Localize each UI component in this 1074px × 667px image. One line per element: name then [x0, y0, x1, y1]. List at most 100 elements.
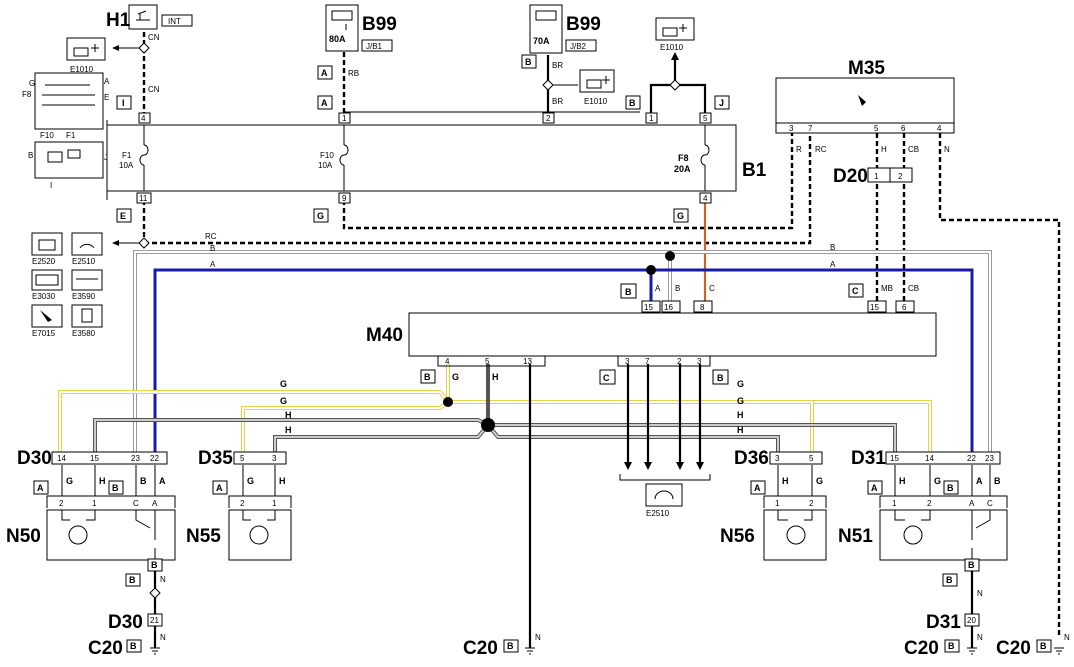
section-a-box — [317, 95, 333, 110]
section-b-box — [1036, 639, 1052, 653]
d31b-pin-box — [964, 613, 980, 627]
section-b: B — [947, 483, 954, 493]
m40-pin: 5 — [485, 357, 490, 366]
arrow-b3 — [696, 462, 704, 470]
m40-pin: 16 — [664, 303, 673, 312]
b1-pin: 4 — [141, 114, 146, 123]
ground-icon-m40 — [525, 647, 535, 655]
section-a: A — [216, 483, 223, 493]
section-b-box — [625, 95, 641, 110]
wire-label-g: G — [934, 476, 941, 486]
b1-pin: 5 — [703, 114, 708, 123]
m40-bottom-connector — [437, 356, 711, 367]
section-b-box — [964, 558, 980, 572]
n56-plug — [763, 495, 827, 508]
d30b-pin: 21 — [150, 616, 159, 625]
wire-label-g: G — [737, 396, 744, 406]
m40-pin-box — [867, 300, 887, 313]
f10-fuse-icon — [339, 144, 349, 166]
n51-box — [879, 509, 1008, 561]
junction-right — [669, 79, 681, 91]
m35-label: M35 — [848, 58, 885, 79]
b1-pin: 1 — [342, 114, 347, 123]
section-a-box — [867, 480, 883, 495]
d36-pin: 3 — [775, 454, 780, 463]
wire-r — [342, 133, 794, 230]
inset-a: A — [104, 77, 110, 86]
junction-a — [646, 265, 656, 275]
wire-label-rc: RC — [815, 145, 827, 154]
f1-amp: 10A — [119, 161, 134, 170]
m40-pin-box — [693, 300, 713, 313]
e1010-left-code: E1010 — [70, 65, 94, 74]
b1-pin: 1 — [649, 114, 654, 123]
arrow-e1010-up — [671, 52, 679, 60]
section-a-box — [317, 65, 333, 80]
n50-plug — [46, 495, 176, 508]
m40-pin: 4 — [445, 357, 450, 366]
d31-pin: 15 — [890, 454, 899, 463]
section-i-box — [116, 95, 132, 110]
n50-motor-leads — [61, 510, 96, 521]
e3580-box — [71, 304, 103, 328]
wire-label-g: G — [280, 396, 287, 406]
wire-b1-pin5 — [675, 83, 707, 120]
section-b: B — [129, 575, 136, 585]
wire-h2-core — [274, 423, 779, 455]
junction-h — [481, 418, 495, 432]
section-b: B — [151, 560, 158, 570]
arrow-left-out — [112, 240, 119, 246]
inset-f8: F8 — [22, 90, 32, 99]
junction-b — [665, 251, 675, 261]
b99b-tag: J/B2 — [570, 42, 587, 51]
junction-n50 — [149, 587, 161, 599]
n51-pin: 2 — [927, 499, 932, 508]
wire-h2 — [273, 421, 780, 455]
m40-pin: 6 — [902, 303, 907, 312]
wire-label-rb: RB — [348, 69, 359, 78]
b1-label: B1 — [742, 160, 767, 181]
section-b-box — [503, 639, 519, 653]
d30-pin: 14 — [57, 454, 66, 463]
b1-pin-box — [645, 112, 658, 124]
e2510-bottom-box — [645, 483, 683, 507]
section-b-box — [125, 573, 141, 587]
n55-box — [228, 509, 292, 561]
n56-pin: 1 — [775, 499, 780, 508]
h1-int-box — [161, 14, 193, 27]
d20-pin: 1 — [874, 172, 879, 181]
section-g: G — [317, 211, 324, 221]
e2510-icon — [79, 243, 95, 249]
arrow-c3 — [624, 462, 632, 470]
wire-n-far — [938, 133, 1061, 635]
b1-pin-box — [338, 192, 351, 204]
section-a-box — [750, 480, 766, 495]
n50-pin: 1 — [92, 499, 97, 508]
wire-label-br: BR — [552, 61, 563, 70]
e7015-icon — [40, 310, 52, 322]
d30b-pin-box — [147, 613, 163, 627]
e3590-box — [71, 269, 103, 291]
wire-g1-core — [59, 391, 931, 455]
section-a: A — [754, 483, 761, 493]
b1-inset-shapes — [47, 149, 81, 163]
n55-pin: 1 — [272, 499, 277, 508]
e3030-code: E3030 — [32, 292, 56, 301]
d31b-label: D31 — [926, 612, 961, 633]
n51-switch-icon — [971, 510, 991, 560]
wire-b1-pin1 — [649, 83, 675, 120]
wire-label-n: N — [977, 633, 983, 642]
d35-label: D35 — [198, 448, 233, 469]
section-a: A — [37, 483, 44, 493]
c20-label: C20 — [904, 638, 939, 659]
b1-pin-box — [136, 192, 152, 204]
wire-label-n: N — [1064, 633, 1070, 642]
m35-box — [775, 77, 955, 124]
d20-pin: 2 — [898, 172, 903, 181]
b1-pin: 9 — [342, 194, 347, 203]
b99b-label: B99 — [566, 14, 601, 35]
section-b-box — [147, 558, 163, 572]
arrow-b2 — [676, 462, 684, 470]
b1-inset-lines — [42, 84, 95, 106]
wire-label-c: C — [709, 284, 715, 293]
